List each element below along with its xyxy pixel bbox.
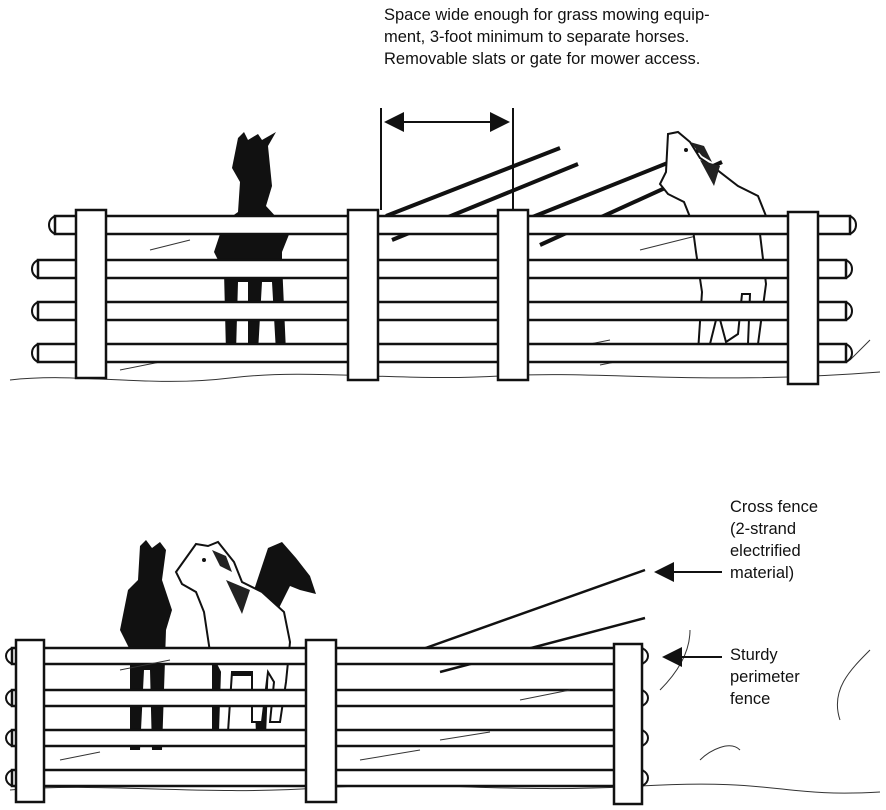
cross-fence-label: Cross fence (2-strand electrified materi… [730,496,818,584]
post-2 [348,210,378,380]
horse-group [120,540,316,750]
cross-fence-wire-1 [420,570,645,650]
top-scene [10,108,880,384]
perim-line-2: perimeter [730,666,800,688]
perimeter-fence-label: Sturdy perimeter fence [730,644,800,710]
post-1 [76,210,106,378]
perim-line-1: Sturdy [730,644,800,666]
cross-line-2: (2-strand [730,518,818,540]
cross-line-4: material) [730,562,818,584]
perim-line-3: fence [730,688,800,710]
post-b1 [16,640,44,802]
dark-horse-1 [120,540,172,750]
note-line-1: Space wide enough for grass mowing equip… [384,4,710,26]
perimeter-fence [6,640,648,804]
note-line-3: Removable slats or gate for mower access… [384,48,710,70]
cross-line-1: Cross fence [730,496,818,518]
cross-line-3: electrified [730,540,818,562]
note-line-2: ment, 3-foot minimum to separate horses. [384,26,710,48]
post-3 [498,210,528,380]
post-4 [788,212,818,384]
mower-space-note: Space wide enough for grass mowing equip… [384,4,710,70]
post-b2 [306,640,336,802]
post-b3 [614,644,642,804]
ground-line [10,372,880,381]
